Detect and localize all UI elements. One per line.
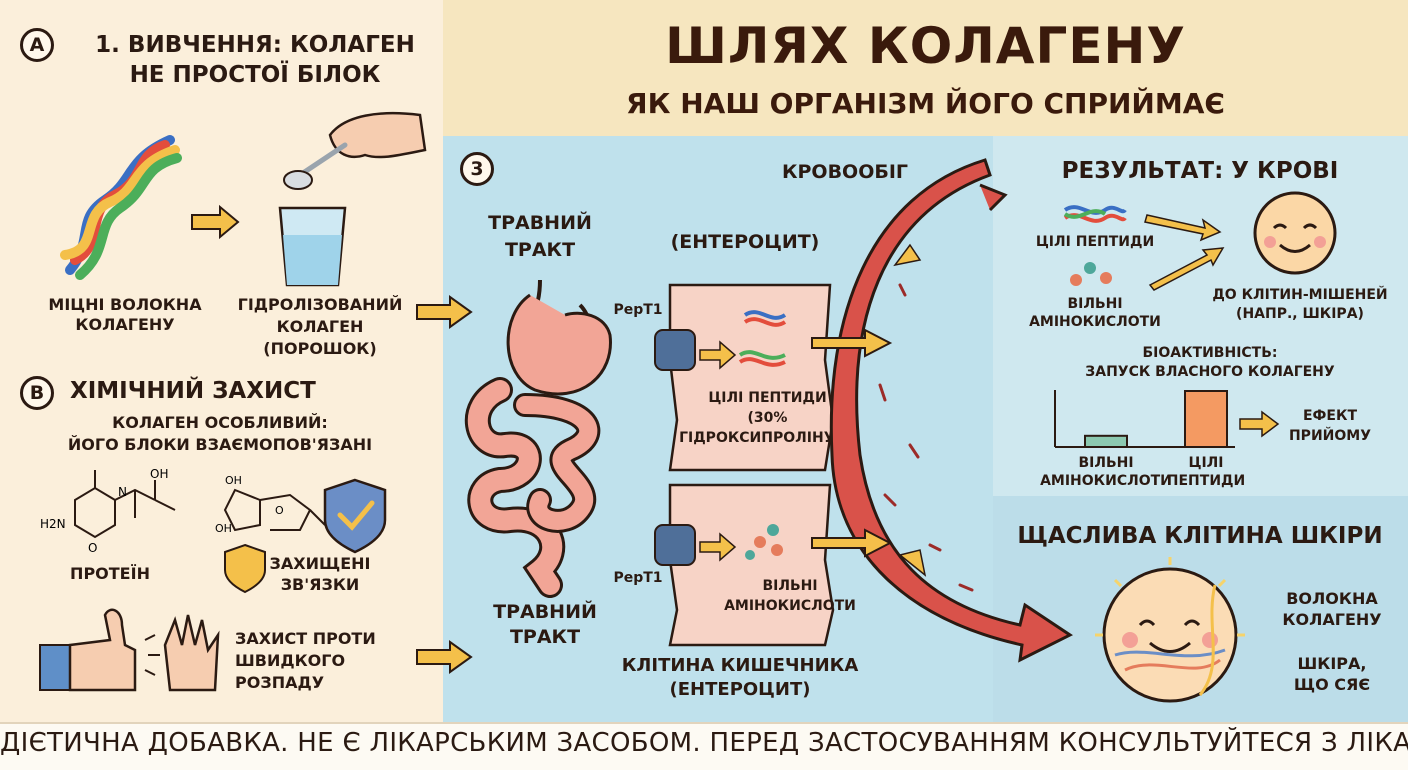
chart-bar-1	[1184, 390, 1228, 448]
peptides-icon	[1063, 205, 1127, 223]
section-b-desc-2: ЙОГО БЛОКИ ВЗАЄМОПОВ'ЯЗАНІ	[67, 435, 373, 454]
target-label-2: (НАПР., ШКІРА)	[1236, 306, 1364, 322]
powder-label-2: КОЛАГЕН	[276, 317, 364, 336]
chem-label-o-2: O	[275, 504, 284, 517]
enterocyte-peptides-3: ГІДРОКСИПРОЛІНУ)	[679, 430, 841, 446]
powder-glass-icon	[278, 111, 427, 287]
pept1-bottom-label: PepT1	[613, 570, 663, 586]
fibers-label-2: КОЛАГЕНУ	[75, 315, 175, 334]
footer-bar	[0, 722, 1408, 770]
enterocyte-peptides-2: (30%	[747, 410, 788, 426]
protein-label: ПРОТЕЇН	[70, 564, 150, 583]
tract-label-1: ТРАВНИЙ	[488, 212, 592, 234]
happy-skin-cell-icon	[1095, 557, 1245, 703]
result-free-aa-2: АМІНОКИСЛОТИ	[1029, 314, 1161, 330]
title-banner	[443, 0, 1408, 136]
pept1-top-label: PepT1	[613, 302, 663, 318]
tract-bottom-label-2: ТРАКТ	[509, 626, 581, 648]
arrow-right-icon	[1239, 410, 1280, 438]
cell-label-1: КЛІТИНА КИШЕЧНИКА	[621, 655, 859, 676]
result-heading: РЕЗУЛЬТАТ: У КРОВІ	[1061, 158, 1339, 184]
arrow-right-icon	[416, 295, 473, 329]
tract-bottom-label-1: ТРАВНИЙ	[493, 601, 597, 623]
chart-category-label-1-1: ПЕПТИДИ	[1167, 473, 1245, 489]
tract-label-2: ТРАКТ	[504, 239, 576, 261]
amino-acids-icon	[1070, 262, 1112, 286]
chem-label-h2n: H2N	[40, 517, 66, 531]
skin-fibers-label-2: КОЛАГЕНУ	[1282, 610, 1382, 629]
enterocyte-free-aa-1: ВІЛЬНІ	[762, 578, 818, 594]
bio-label-2: ЗАПУСК ВЛАСНОГО КОЛАГЕНУ	[1085, 364, 1335, 380]
chart-category-label-0-1: АМІНОКИСЛОТИ	[1040, 473, 1172, 489]
enterocyte-top-label: (ЕНТЕРОЦИТ)	[670, 231, 820, 253]
section-b-heading: ХІМІЧНИЙ ЗАХИСТ	[70, 378, 316, 404]
protected-label-1: ЗАХИЩЕНІ	[269, 554, 371, 573]
chem-label-oh: OH	[150, 467, 168, 481]
badge-b: B	[20, 376, 54, 410]
result-peptides-label: ЦІЛІ ПЕПТИДИ	[1035, 234, 1155, 250]
arrow-right-icon	[416, 640, 473, 674]
skin-glow-label-1: ШКІРА,	[1297, 654, 1367, 673]
skin-fibers-label-1: ВОЛОКНА	[1286, 589, 1378, 608]
disclaimer-text: ДІЄТИЧНА ДОБАВКА. НЕ Є ЛІКАРСЬКИМ ЗАСОБО…	[0, 728, 1408, 758]
section-b-desc-1: КОЛАГЕН ОСОБЛИВИЙ:	[112, 413, 328, 432]
badge-3: 3	[460, 152, 494, 186]
digestive-tract-icon	[464, 279, 612, 598]
protection-label-2: ШВИДКОГО	[235, 651, 346, 670]
skin-glow-label-2: ЩО СЯЄ	[1293, 675, 1371, 694]
page-title: ШЛЯХ КОЛАГЕНУ	[665, 17, 1186, 75]
powder-label-3: (ПОРОШОК)	[263, 339, 377, 358]
arrow-right-icon	[811, 328, 893, 358]
cell-label-2: (ЕНТЕРОЦИТ)	[669, 679, 811, 700]
target-label-1: ДО КЛІТИН-МІШЕНЕЙ	[1212, 287, 1388, 303]
chem-label-n: N	[118, 485, 127, 499]
protection-hands-icon	[39, 608, 220, 692]
fibers-label-1: МІЦНІ ВОЛОКНА	[48, 295, 202, 314]
chart-category-label-0-0: ВІЛЬНІ	[1078, 455, 1133, 471]
chart-category-label-1-0: ЦІЛІ	[1188, 455, 1223, 471]
protected-bonds-icon: OH OH O	[215, 474, 387, 594]
section-a-heading-1: 1. ВИВЧЕННЯ: КОЛАГЕН	[95, 32, 415, 58]
powder-label-1: ГІДРОЛІЗОВАНИЙ	[237, 295, 403, 314]
protected-label-2: ЗВ'ЯЗКИ	[280, 575, 360, 594]
enterocyte-cells-icon	[654, 283, 835, 647]
chem-label-o: O	[88, 541, 97, 555]
badge-a: A	[20, 28, 54, 62]
bioactivity-chart: ВІЛЬНІ АМІНОКИСЛОТИ ЦІЛІ ПЕПТИДИ	[1040, 390, 1245, 489]
converging-arrows-icon	[1144, 214, 1225, 291]
result-free-aa-1: ВІЛЬНІ	[1067, 296, 1123, 312]
enterocyte-free-aa-2: АМІНОКИСЛОТИ	[724, 598, 856, 614]
collagen-fibers-icon	[60, 135, 182, 280]
protection-label-1: ЗАХИСТ ПРОТИ	[235, 629, 376, 648]
happy-face-icon	[1253, 191, 1337, 275]
bio-label-1: БІОАКТИВНІСТЬ:	[1142, 345, 1278, 361]
effect-label-2: ПРИЙОМУ	[1288, 428, 1372, 444]
enterocyte-peptides-1: ЦІЛІ ПЕПТИДИ	[708, 390, 827, 406]
chart-bar-0	[1084, 434, 1128, 448]
protein-molecule-icon: H2N N OH O	[40, 467, 176, 555]
section-a-heading-2: НЕ ПРОСТОЇ БІЛОК	[129, 62, 381, 88]
bloodstream-label: КРОВООБІГ	[781, 161, 909, 183]
page-subtitle: ЯК НАШ ОРГАНІЗМ ЙОГО СПРИЙМАЄ	[626, 87, 1225, 120]
skin-heading: ЩАСЛИВА КЛІТИНА ШКІРИ	[1017, 523, 1383, 549]
effect-label-1: ЕФЕКТ	[1302, 408, 1357, 424]
chem-label-oh-3: OH	[215, 522, 232, 535]
arrow-right-icon	[811, 528, 893, 558]
chem-label-oh-2: OH	[225, 474, 242, 487]
arrow-right-icon	[191, 204, 240, 240]
protection-label-3: РОЗПАДУ	[235, 673, 325, 692]
